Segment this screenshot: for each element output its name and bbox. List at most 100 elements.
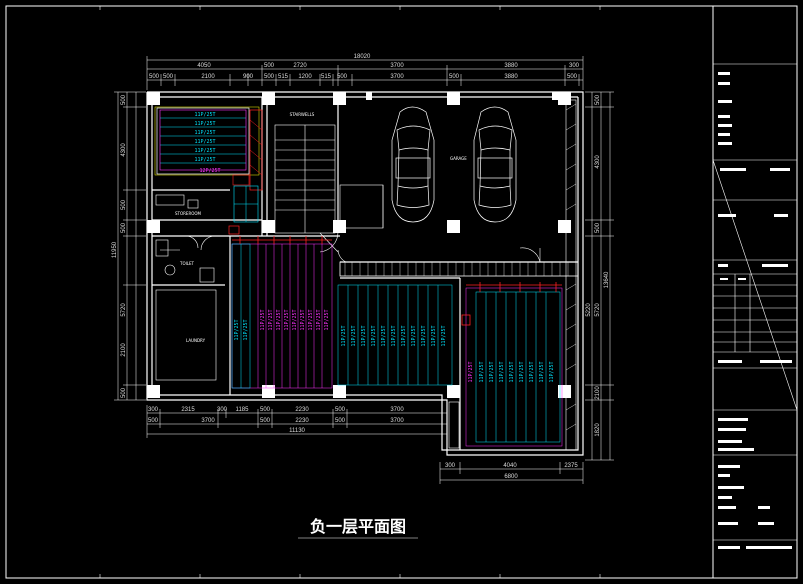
bank-left-label-6: 11P/25T — [284, 309, 290, 330]
dim-top-3: 2720 — [293, 63, 307, 69]
bank-right-label-5: 11P/25T — [509, 361, 515, 382]
dim-bot2-6: 3700 — [390, 418, 404, 424]
unit-bank-middle-labels: 11P/25T 11P/25T 11P/25T 11P/25T 11P/25T … — [341, 325, 447, 346]
columns — [147, 92, 571, 398]
dim-right-overall: 13640 — [604, 271, 610, 288]
bank-left-label-8: 11P/25T — [300, 309, 306, 330]
room-toilet: TOILET — [179, 261, 195, 266]
bank-right-label-9: 11P/25T — [549, 361, 555, 382]
bank-left-label-10: 11P/25T — [316, 309, 322, 330]
dim-top-5: 3880 — [504, 63, 518, 69]
room-laundry: LAUNDRY — [186, 338, 206, 343]
dim-top2-1: 500 — [149, 74, 160, 80]
bank-right-label-1: 11P/25T — [468, 361, 474, 382]
dim-sub-1: 300 — [445, 463, 456, 469]
unit-label-3: 11P/25T — [194, 130, 215, 136]
room-stairwell: STAIRWELLS — [290, 112, 315, 117]
dim-right-7: 1820 — [595, 423, 601, 437]
unit-label-2: 11P/25T — [194, 121, 215, 127]
dim-top2-13: 500 — [567, 74, 578, 80]
dim-bot-1: 300 — [148, 407, 159, 413]
bank-right-label-8: 11P/25T — [539, 361, 545, 382]
dim-top2-9: 500 — [337, 74, 348, 80]
dim-left-2: 4300 — [121, 143, 127, 157]
upper-equipment-block: 11P/25T 11P/25T 11P/25T 11P/25T 11P/25T … — [154, 106, 263, 191]
room-garage: GARAGE — [450, 156, 467, 161]
bank-mid-label-10: 11P/25T — [431, 325, 437, 346]
dim-bot-overall: 11130 — [289, 428, 305, 434]
unit-bank-right-labels: 11P/25T 11P/25T 11P/25T 11P/25T 11P/25T … — [468, 361, 555, 382]
dim-top-overall: 18020 — [354, 54, 371, 60]
unit-bank-left-labels: 11P/25T 11P/25T 11P/25T 11P/25T 11P/25T … — [234, 309, 330, 340]
top-dimensions — [146, 56, 584, 90]
dim-top-2: 500 — [264, 63, 275, 69]
bank-mid-label-4: 11P/25T — [371, 325, 377, 346]
bank-left-label-9: 11P/25T — [308, 309, 314, 330]
left-dim-text: 500 4300 500 500 5720 2100 500 11950 — [112, 94, 127, 398]
bank-mid-label-11: 11P/25T — [441, 325, 447, 346]
mid-equipment-block — [228, 185, 259, 235]
dim-bot2-4: 2230 — [295, 418, 309, 424]
bottom-dim-text: 300 2315 300 1185 500 2230 500 3700 500 … — [148, 407, 578, 480]
bank-right-label-2: 11P/25T — [479, 361, 485, 382]
left-rooms — [155, 194, 217, 381]
bank-mid-label-2: 11P/25T — [351, 325, 357, 346]
dim-bot2-3: 500 — [260, 418, 271, 424]
dim-top2-3: 2100 — [201, 74, 215, 80]
bottom-dimensions — [146, 405, 584, 484]
bank-right-label-7: 11P/25T — [529, 361, 535, 382]
bank-mid-label-5: 11P/25T — [381, 325, 387, 346]
dim-left-6: 2100 — [121, 343, 127, 357]
unit-label-7: 12P/25T — [199, 168, 220, 174]
dim-top2-4: 900 — [243, 74, 254, 80]
top-dim-text: 18020 4050 500 2720 3700 3880 300 500 50… — [149, 54, 580, 80]
unit-bank-right — [461, 282, 563, 447]
unit-label-4: 11P/25T — [194, 139, 215, 145]
dim-left-5: 5720 — [121, 303, 127, 317]
dim-bot2-1: 500 — [148, 418, 159, 424]
garage — [337, 184, 541, 263]
hatched-wall — [339, 99, 579, 451]
dim-right-1: 500 — [595, 94, 601, 105]
dim-left-overall: 11950 — [112, 241, 118, 258]
dim-bot-7: 500 — [335, 407, 346, 413]
dim-right-4: 5220 — [586, 303, 592, 317]
bank-left-label-1: 11P/25T — [234, 319, 240, 340]
dim-top2-5: 500 — [264, 74, 275, 80]
bank-right-label-3: 11P/25T — [489, 361, 495, 382]
dim-top-4: 3700 — [390, 63, 404, 69]
title-block-text-bars — [718, 72, 792, 549]
unit-label-6: 11P/25T — [194, 157, 215, 163]
bank-left-label-5: 11P/25T — [276, 309, 282, 330]
bank-mid-label-7: 11P/25T — [401, 325, 407, 346]
dim-top2-11: 500 — [449, 74, 460, 80]
frame-ticks — [99, 6, 601, 578]
dim-sub-3: 2375 — [564, 463, 578, 469]
dim-bot-5: 500 — [260, 407, 271, 413]
title-block-frame — [712, 5, 798, 579]
dim-left-7: 500 — [121, 387, 127, 398]
title-block — [712, 63, 798, 541]
bank-mid-label-9: 11P/25T — [421, 325, 427, 346]
bank-left-label-11: 11P/25T — [324, 309, 330, 330]
dim-top-1: 4050 — [197, 63, 211, 69]
unit-label-5: 11P/25T — [194, 148, 215, 154]
dim-bot-3: 300 — [217, 407, 228, 413]
unit-bank-middle — [337, 284, 453, 386]
dim-right-2: 4300 — [595, 155, 601, 169]
left-dimensions — [114, 91, 146, 401]
dim-top2-12: 3880 — [504, 74, 518, 80]
dim-left-1: 500 — [121, 94, 127, 105]
bank-mid-label-3: 11P/25T — [361, 325, 367, 346]
bank-mid-label-8: 11P/25T — [411, 325, 417, 346]
dim-right-6: 2100 — [595, 386, 601, 400]
car-1 — [391, 106, 435, 223]
dim-bot-6: 2230 — [295, 407, 309, 413]
dim-bot-8: 3700 — [390, 407, 404, 413]
bank-left-label-7: 11P/25T — [292, 309, 298, 330]
dim-top2-7: 1200 — [298, 74, 312, 80]
walls — [146, 91, 584, 456]
bank-right-label-6: 11P/25T — [519, 361, 525, 382]
dim-left-4: 500 — [121, 222, 127, 233]
